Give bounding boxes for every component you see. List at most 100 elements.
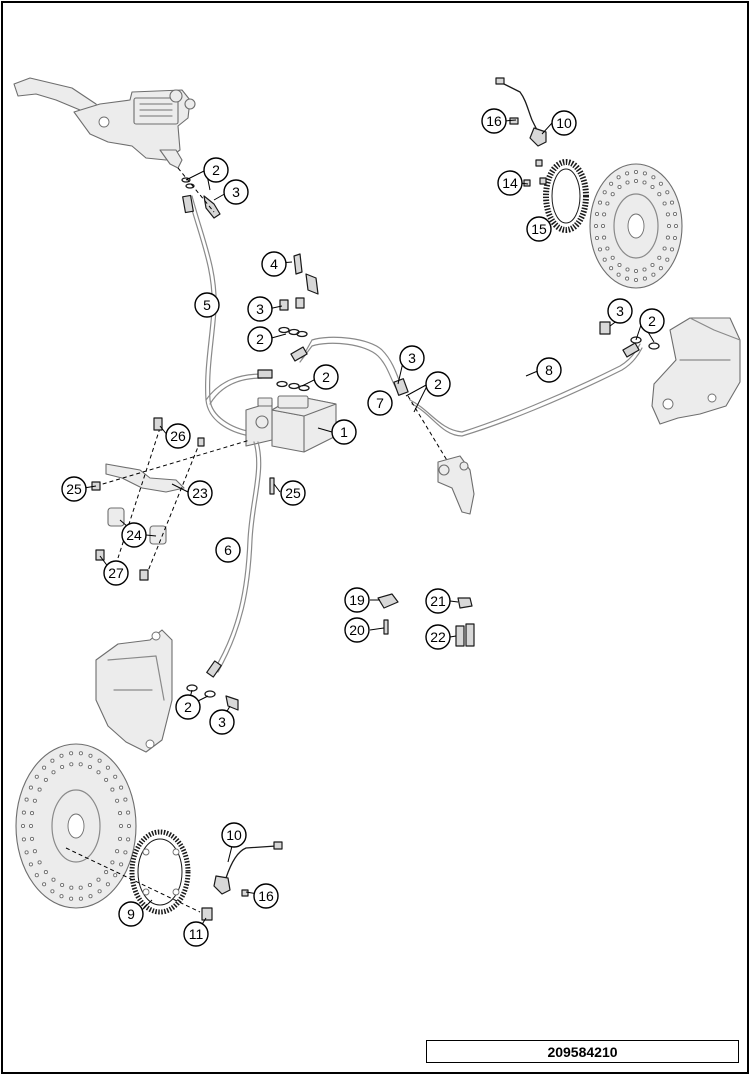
callout-labels: 1 2 2 2 2 2 2 3 3 3 3 3 4 5 6 7 8 9 10 1…: [61, 108, 665, 947]
svg-text:2: 2: [434, 376, 442, 392]
callout-2: 2: [175, 694, 201, 720]
rear-wheel-speed-sensor: [495, 77, 547, 187]
disc-perforation: [34, 873, 39, 878]
disc-perforation: [29, 811, 35, 816]
svg-text:16: 16: [258, 888, 274, 904]
disc-perforation: [605, 201, 610, 206]
disc-perforation: [96, 877, 101, 882]
hand-brake-lever-master-cylinder: [13, 77, 196, 169]
svg-text:25: 25: [285, 485, 301, 501]
banjo-fitting-front-master: [177, 167, 221, 219]
disc-perforation: [669, 247, 675, 252]
svg-text:25: 25: [66, 481, 82, 497]
disc-perforation: [97, 889, 102, 894]
svg-text:2: 2: [256, 331, 264, 347]
disc-perforation: [633, 268, 639, 274]
svg-text:21: 21: [430, 593, 446, 609]
svg-text:7: 7: [376, 395, 384, 411]
callout-2: 2: [425, 371, 451, 397]
callout-10: 10: [551, 110, 577, 136]
svg-text:19: 19: [349, 592, 365, 608]
svg-text:3: 3: [256, 301, 264, 317]
disc-perforation: [642, 180, 647, 185]
front-brake-disc: [15, 743, 137, 909]
disc-perforation: [117, 836, 123, 841]
disc-perforation: [78, 896, 83, 901]
disc-perforation: [593, 223, 599, 229]
callout-14: 14: [497, 170, 523, 196]
disc-perforation: [602, 235, 607, 240]
disc-perforation: [97, 758, 102, 763]
disc-perforation: [597, 247, 603, 252]
disc-perforation: [21, 810, 26, 815]
disc-perforation: [657, 192, 662, 197]
abs-hydraulic-unit: [245, 395, 337, 453]
disc-perforation: [605, 246, 610, 251]
disc-perforation: [51, 877, 56, 882]
abs-fittings-set: [276, 253, 319, 392]
disc-perforation: [657, 255, 662, 260]
svg-text:22: 22: [430, 629, 446, 645]
callout-5: 5: [194, 292, 220, 318]
disc-perforation: [625, 267, 630, 272]
svg-text:10: 10: [556, 115, 572, 131]
disc-perforation: [69, 896, 74, 901]
disc-perforation: [59, 894, 64, 899]
disc-perforation: [625, 180, 630, 185]
disc-perforation: [34, 774, 39, 779]
disc-perforation: [126, 823, 132, 829]
disc-perforation: [59, 753, 64, 758]
callout-3: 3: [223, 179, 249, 205]
disc-perforation: [650, 262, 655, 268]
callout-11: 11: [183, 921, 209, 947]
disc-perforation: [24, 850, 29, 855]
svg-text:2: 2: [648, 313, 656, 329]
callout-10: 10: [221, 822, 247, 848]
disc-perforation: [105, 765, 110, 770]
disc-perforation: [115, 798, 120, 803]
callout-7: 7: [367, 390, 393, 416]
disc-perforation: [88, 753, 93, 758]
callout-8: 8: [536, 357, 562, 383]
disc-perforation: [633, 169, 639, 175]
svg-text:2: 2: [212, 162, 220, 178]
disc-perforation: [642, 276, 647, 281]
svg-text:4: 4: [270, 256, 278, 272]
rear-sensor-ring: [543, 159, 589, 233]
disc-perforation: [662, 246, 667, 251]
disc-perforation: [672, 211, 678, 217]
svg-text:27: 27: [108, 565, 124, 581]
callout-16: 16: [481, 108, 507, 134]
disc-perforation: [610, 192, 615, 197]
disc-perforation: [123, 797, 128, 802]
callout-16: 16: [253, 883, 279, 909]
callout-2: 2: [247, 326, 273, 352]
svg-text:2: 2: [184, 699, 192, 715]
disc-perforation: [673, 223, 679, 229]
disc-perforation: [609, 181, 614, 186]
disc-perforation: [104, 777, 109, 782]
disc-perforation: [37, 787, 42, 792]
callout-25: 25: [280, 480, 306, 506]
svg-text:10: 10: [226, 827, 242, 843]
disc-perforation: [609, 266, 614, 271]
disc-perforation: [37, 860, 42, 865]
callout-26: 26: [165, 423, 191, 449]
disc-perforation: [658, 181, 663, 186]
disc-perforation: [633, 277, 639, 283]
svg-text:16: 16: [486, 113, 502, 129]
disc-perforation: [78, 885, 83, 890]
callout-6: 6: [215, 537, 241, 563]
disc-perforation: [650, 184, 655, 190]
disc-perforation: [115, 849, 120, 854]
svg-text:3: 3: [408, 350, 416, 366]
disc-perforation: [602, 257, 607, 262]
svg-text:20: 20: [349, 622, 365, 638]
disc-perforation: [651, 175, 656, 180]
disc-perforation: [625, 171, 630, 176]
callout-3: 3: [247, 296, 273, 322]
brake-line-abs-to-rear: [205, 336, 643, 437]
front-wheel-speed-sensor: [201, 841, 283, 921]
callout-15: 15: [526, 216, 552, 242]
